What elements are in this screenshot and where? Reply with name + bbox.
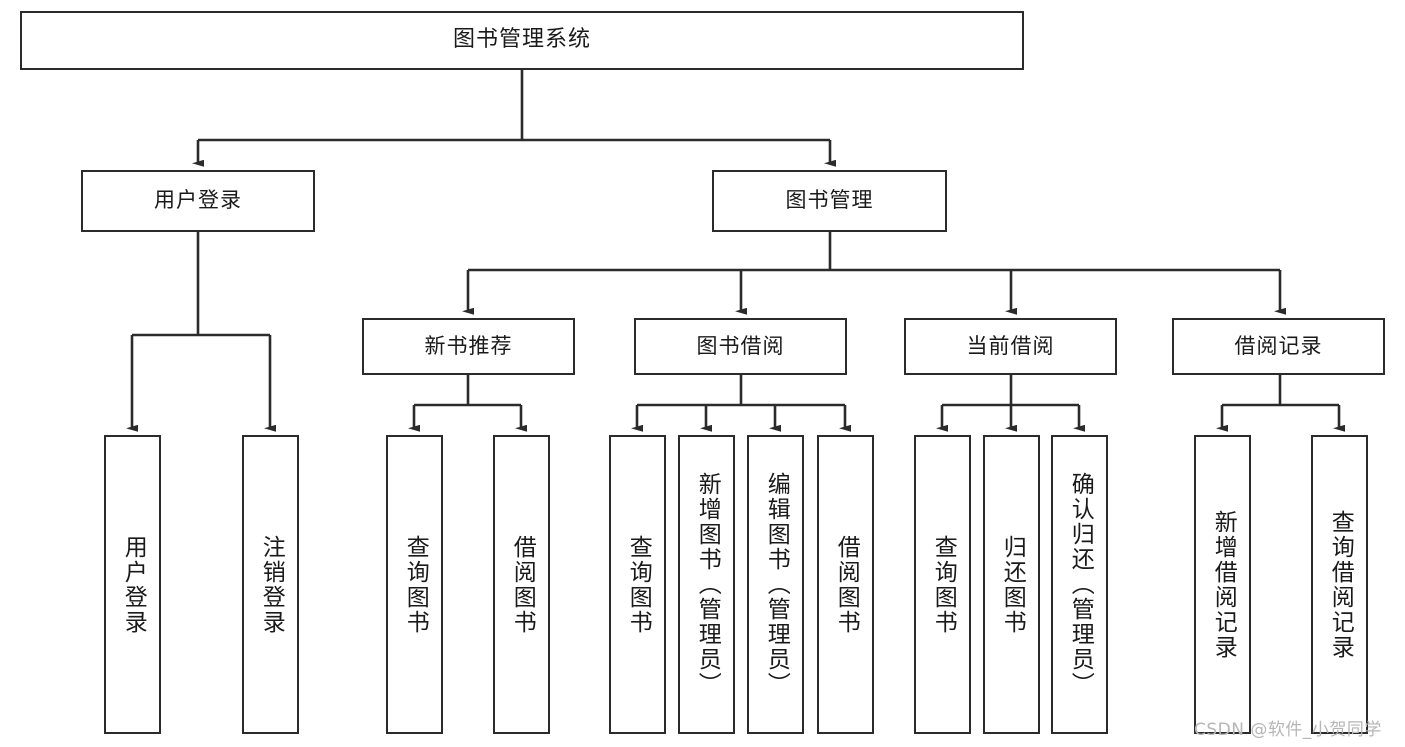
leaf-book-borrow-edit[interactable]: 编辑图书（管理员） (747, 435, 804, 734)
leaf-new-book-query[interactable]: 查询图书 (386, 435, 443, 734)
leaf-new-book-borrow-label: 借阅图书 (509, 534, 536, 635)
leaf-borrow-record-add-label: 新增借阅记录 (1210, 509, 1237, 660)
leaf-book-borrow-borrow[interactable]: 借阅图书 (817, 435, 874, 734)
leaf-new-book-query-label: 查询图书 (402, 534, 429, 635)
node-borrow-record[interactable]: 借阅记录 (1172, 318, 1385, 375)
leaf-current-borrow-query-label: 查询图书 (930, 534, 957, 635)
leaf-user-login-signout-label: 注销登录 (258, 534, 285, 635)
leaf-book-borrow-edit-label: 编辑图书（管理员） (763, 472, 790, 697)
leaf-book-borrow-query[interactable]: 查询图书 (609, 435, 666, 734)
node-current-borrow-label: 当前借阅 (966, 333, 1055, 358)
node-current-borrow[interactable]: 当前借阅 (904, 318, 1117, 375)
node-book-borrow[interactable]: 图书借阅 (634, 318, 847, 375)
leaf-new-book-borrow[interactable]: 借阅图书 (493, 435, 550, 734)
node-new-book-recommend[interactable]: 新书推荐 (362, 318, 575, 375)
node-book-management-label: 图书管理 (785, 188, 874, 213)
csdn-watermark: CSDN @软件_小贺同学 (1194, 720, 1382, 740)
node-user-login-label: 用户登录 (154, 188, 242, 213)
leaf-book-borrow-add[interactable]: 新增图书（管理员） (678, 435, 735, 734)
leaf-current-borrow-confirm[interactable]: 确认归还（管理员） (1051, 435, 1108, 734)
node-book-management[interactable]: 图书管理 (712, 170, 947, 232)
leaf-borrow-record-query-label: 查询借阅记录 (1327, 509, 1354, 660)
node-new-book-recommend-label: 新书推荐 (424, 333, 513, 358)
leaf-current-borrow-return[interactable]: 归还图书 (983, 435, 1040, 734)
node-root-system-label: 图书管理系统 (452, 27, 591, 53)
leaf-user-login-signin[interactable]: 用户登录 (104, 435, 161, 734)
leaf-book-borrow-query-label: 查询图书 (625, 534, 652, 635)
node-borrow-record-label: 借阅记录 (1234, 333, 1323, 358)
leaf-user-login-signout[interactable]: 注销登录 (242, 435, 299, 734)
leaf-user-login-signin-label: 用户登录 (120, 534, 147, 635)
leaf-borrow-record-query[interactable]: 查询借阅记录 (1311, 435, 1368, 734)
leaf-book-borrow-borrow-label: 借阅图书 (833, 534, 860, 635)
node-user-login[interactable]: 用户登录 (81, 170, 315, 232)
leaf-current-borrow-query[interactable]: 查询图书 (914, 435, 971, 734)
node-root-system[interactable]: 图书管理系统 (20, 11, 1024, 70)
leaf-current-borrow-return-label: 归还图书 (999, 534, 1026, 635)
leaf-current-borrow-confirm-label: 确认归还（管理员） (1067, 472, 1094, 697)
leaf-borrow-record-add[interactable]: 新增借阅记录 (1194, 435, 1251, 734)
leaf-book-borrow-add-label: 新增图书（管理员） (694, 472, 721, 697)
node-book-borrow-label: 图书借阅 (696, 333, 785, 358)
